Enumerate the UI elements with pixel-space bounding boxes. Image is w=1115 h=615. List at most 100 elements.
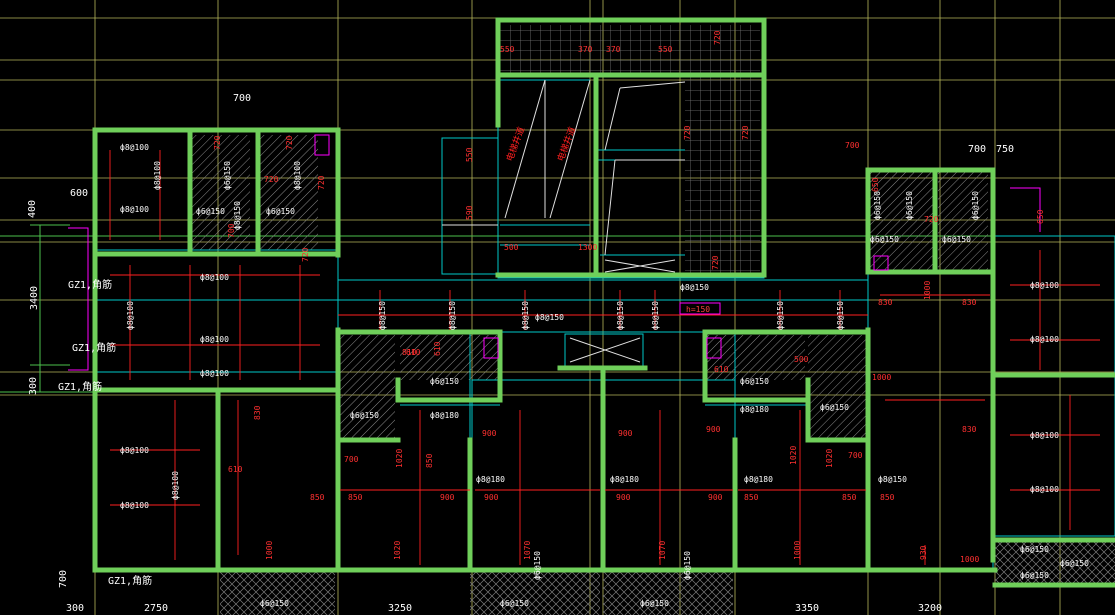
span-label: 720 [285,135,294,150]
rebar-label: ф8@100 [171,471,180,500]
rebar-label: ф8@100 [126,301,135,330]
span-label: 830 [253,405,262,420]
rebar-label: ф8@100 [153,161,162,190]
span-label: 900 [484,493,499,502]
span-label: 720 [924,215,939,224]
elevator-shaft-note: 电梯井道 [555,125,579,163]
span-label: 850 [425,453,434,468]
span-label: 720 [683,125,692,140]
span-label: 700 [227,223,236,238]
rebar-label: ф8@100 [120,205,149,214]
bottom-dimension-label: 3250 [388,603,412,614]
span-label: 610 [433,341,442,356]
span-label: 830 [962,425,977,434]
rebar-label: ф8@150 [836,301,845,330]
rebar-label: ф6@150 [971,191,980,220]
column-tag-label: GZ1,角筋 [72,341,116,354]
span-label: 1020 [395,449,404,468]
rebar-label: ф6@150 [683,551,692,580]
top-dimension-label: 700 [233,93,251,104]
span-label: 720 [713,30,722,45]
left-dimension-label: 600 [70,188,88,199]
span-label: 930 [919,545,928,560]
span-label: 700 [845,141,860,150]
span-label: 610 [406,348,421,357]
top-dimension-label: 750 [996,144,1014,155]
left-dimension-label: 400 [27,200,38,218]
span-label: 500 [504,243,519,252]
span-label: 550 [500,45,515,54]
span-label: 720 [741,125,750,140]
span-label: 610 [228,465,243,474]
rebar-label: ф8@150 [651,301,660,330]
rebar-label: ф6@150 [640,599,669,608]
rebar-label: ф8@100 [120,446,149,455]
span-label: 900 [482,429,497,438]
elevator-diagonals [442,79,686,363]
span-label: 720 [317,175,326,190]
rebar-label: ф6@150 [223,161,232,190]
span-label: 1020 [393,541,402,560]
rebar-label: ф8@150 [233,201,242,230]
column-tag-label: GZ1,角筋 [108,574,152,587]
top-dimension-label: 700 [968,144,986,155]
rebar-label: ф8@180 [744,475,773,484]
span-label: 590 [465,205,474,220]
span-label: 650 [871,177,880,192]
bottom-dimension-label: 2750 [144,603,168,614]
rebar-label: ф8@100 [1030,281,1059,290]
rebar-label: ф8@180 [610,475,639,484]
span-label: 700 [848,451,863,460]
span-label: 900 [618,429,633,438]
span-label: 1300 [578,243,597,252]
span-label: 850 [348,493,363,502]
span-label: 1000 [923,281,932,300]
rebar-label: ф8@100 [1030,335,1059,344]
rebar-label: ф6@150 [870,235,899,244]
rebar-label: ф8@100 [1030,485,1059,494]
rebar-label: ф6@150 [500,599,529,608]
span-label: 900 [440,493,455,502]
span-label: 370 [578,45,593,54]
rebar-label: ф8@100 [293,161,302,190]
span-label: 900 [616,493,631,502]
rebar-label: ф8@150 [776,301,785,330]
column-tag-label: GZ1,角筋 [68,278,112,291]
rebar-label: ф6@150 [905,191,914,220]
rebar-label: ф8@180 [476,475,505,484]
hatched-areas [190,25,1115,615]
rebar-label: ф6@150 [350,411,379,420]
rebar-label: ф6@150 [430,377,459,386]
rebar-label: ф8@150 [616,301,625,330]
rebar-label: ф8@150 [535,313,564,322]
rebar-label: ф6@150 [260,599,289,608]
rebar-label: ф8@150 [878,475,907,484]
rebar-label: ф8@150 [378,301,387,330]
rebar-label: ф8@100 [200,273,229,282]
rebar-label: ф6@150 [1020,545,1049,554]
span-label: 1000 [960,555,979,564]
left-dimension-label: 700 [58,570,69,588]
rebar-label: ф8@180 [740,405,769,414]
span-label: 370 [606,45,621,54]
wall-outlines [92,17,1115,588]
span-label: 1070 [523,541,532,560]
column-tag-label: GZ1,角筋 [58,380,102,393]
bottom-dimension-label: 3200 [918,603,942,614]
span-label: 830 [962,298,977,307]
span-label: 850 [842,493,857,502]
rebar-label: ф6@150 [1060,559,1089,568]
span-label: 500 [794,355,809,364]
rebar-label: ф6@150 [196,207,225,216]
span-label: 1000 [793,541,802,560]
rebar-label: ф8@100 [1030,431,1059,440]
rebar-label: ф6@150 [1020,571,1049,580]
column-tags: GZ1,角筋 GZ1,角筋 GZ1,角筋 GZ1,角筋 [58,278,152,587]
span-label: 900 [708,493,723,502]
rebar-label: ф8@100 [120,501,149,510]
span-label: 830 [878,298,893,307]
span-label: 850 [744,493,759,502]
span-label: 720 [711,255,720,270]
